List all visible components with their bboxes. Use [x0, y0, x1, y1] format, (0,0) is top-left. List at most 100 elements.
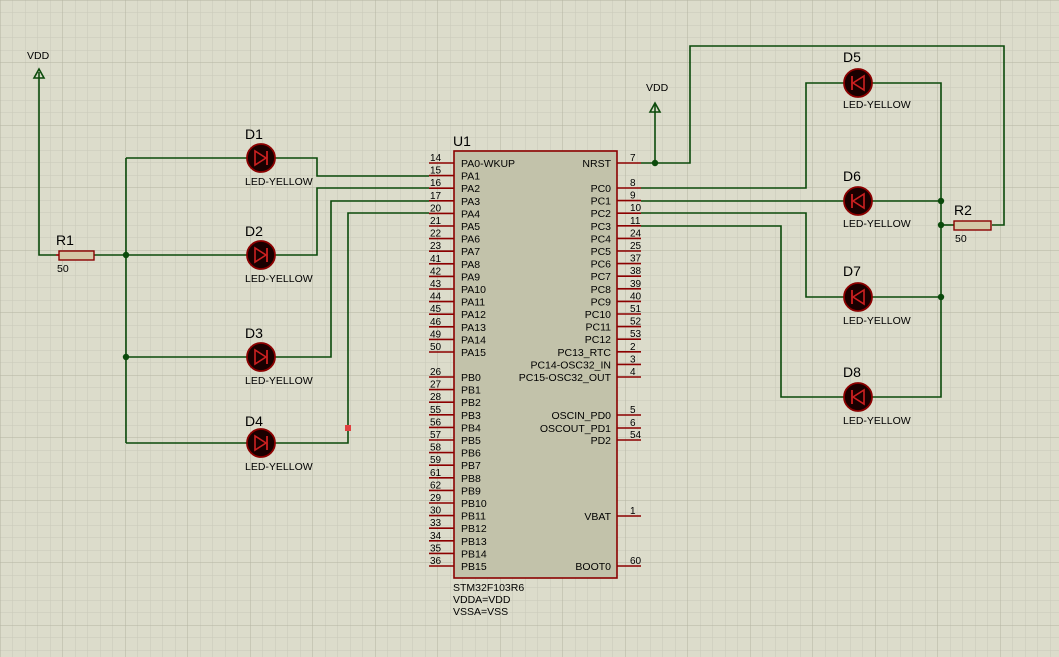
pin-name: PB14	[461, 548, 487, 560]
pin-name: PA14	[461, 334, 486, 346]
chip-pin-right[interactable]: 10 PC2	[591, 203, 642, 220]
chip-ref: U1	[453, 133, 471, 149]
junction-dot	[937, 221, 945, 229]
junction-dot	[937, 293, 945, 301]
pin-number: 7	[630, 153, 636, 164]
chip-pin-right[interactable]: 7 NRST	[582, 153, 641, 170]
chip-pin-right[interactable]: 9 PC1	[591, 191, 641, 208]
power-terminal-vdd-left[interactable]: VDD	[27, 50, 50, 84]
pin-name: PC6	[591, 259, 612, 271]
pin-number: 45	[430, 304, 442, 315]
led-ref: D5	[843, 49, 861, 65]
power-terminal-vdd-right[interactable]: VDD	[646, 82, 669, 113]
led-d8[interactable]: D8 LED-YELLOW	[843, 364, 911, 427]
junction-dot	[122, 353, 130, 361]
pin-number: 10	[630, 203, 642, 214]
led-d1[interactable]: D1 LED-YELLOW	[245, 126, 313, 188]
led-d5[interactable]: D5 LED-YELLOW	[843, 49, 911, 111]
pin-number: 54	[630, 430, 642, 441]
pin-number: 9	[630, 191, 636, 202]
led-type: LED-YELLOW	[245, 461, 313, 473]
led-d7[interactable]: D7 LED-YELLOW	[843, 263, 911, 327]
led-d6[interactable]: D6 LED-YELLOW	[843, 168, 911, 230]
pin-number: 59	[430, 455, 442, 466]
led-d2[interactable]: D2 LED-YELLOW	[245, 223, 313, 285]
pin-number: 52	[630, 317, 642, 328]
pin-name: PC1	[591, 196, 612, 208]
pin-number: 16	[430, 178, 442, 189]
chip-prop: VSSA=VSS	[453, 606, 508, 618]
led-d3[interactable]: D3 LED-YELLOW	[245, 325, 313, 387]
pin-number: 30	[430, 506, 442, 517]
pin-name: PB4	[461, 422, 481, 434]
pin-name: PC2	[591, 208, 612, 220]
wires	[38, 45, 1005, 444]
pin-name: PB3	[461, 410, 481, 422]
pin-name: PA5	[461, 221, 480, 233]
resistor-r1[interactable]: R1 50	[56, 232, 95, 275]
pin-name: NRST	[582, 158, 611, 170]
led-d4[interactable]: D4 LED-YELLOW	[245, 413, 313, 473]
pin-name: PB5	[461, 435, 481, 447]
pin-number: 3	[630, 354, 636, 365]
resistor-r2[interactable]: R2 50	[953, 202, 992, 245]
pin-name: BOOT0	[575, 561, 611, 573]
resistor-ref: R1	[56, 232, 74, 248]
pin-number: 33	[430, 518, 442, 529]
